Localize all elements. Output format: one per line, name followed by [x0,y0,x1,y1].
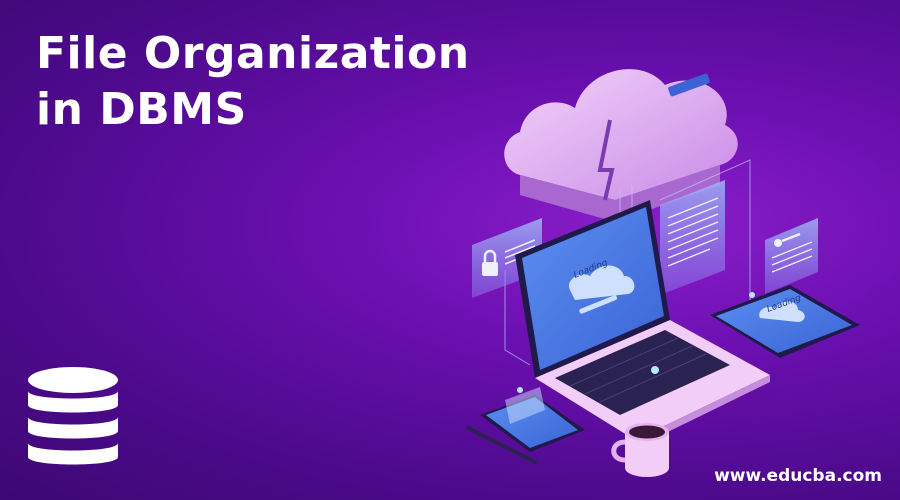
padlock-icon [482,249,498,276]
laptop-icon: Loading [515,200,770,448]
pen-icon [466,426,537,464]
database-icon [28,367,118,465]
tablet-icon: Loading [710,285,860,358]
page-title: File Organization in DBMS [36,26,470,138]
document-panel [660,180,725,295]
title-line-2: in DBMS [36,84,247,135]
key-icon [774,232,801,247]
coffee-mug-icon [611,423,669,477]
title-line-1: File Organization [36,28,470,79]
phone-icon [480,387,585,452]
website-url: www.educba.com [714,466,882,486]
cloud-icon [504,69,738,222]
key-panel [765,218,818,294]
